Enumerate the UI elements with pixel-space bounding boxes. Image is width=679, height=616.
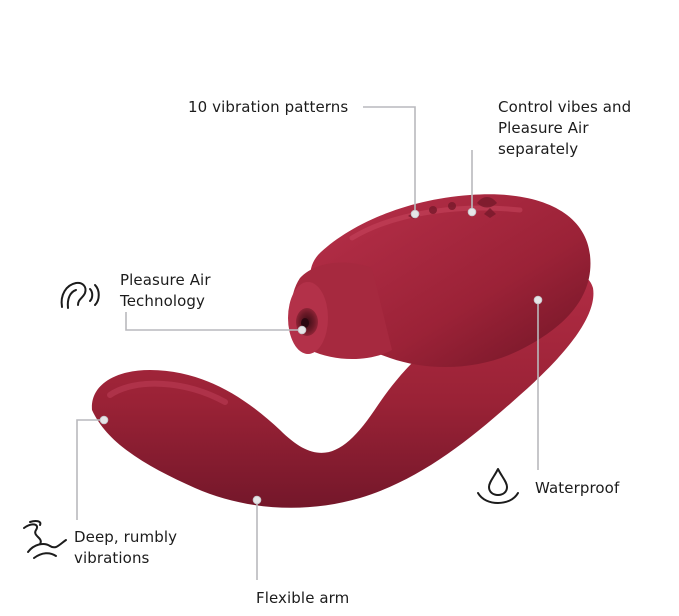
label-deep-vibrations: Deep, rumbly vibrations — [74, 528, 178, 567]
water-drop-icon — [477, 468, 519, 504]
label-flexible-arm: Flexible arm — [256, 589, 350, 607]
air-wave-icon — [60, 281, 100, 309]
label-waterproof: Waterproof — [535, 479, 620, 497]
label-vibration-patterns: 10 vibration patterns — [188, 98, 349, 116]
label-pleasure-air: Pleasure Air Technology — [120, 271, 211, 310]
label-control-separately: Control vibes and Pleasure Air separatel… — [498, 98, 632, 158]
vibration-wave-icon — [23, 520, 67, 559]
